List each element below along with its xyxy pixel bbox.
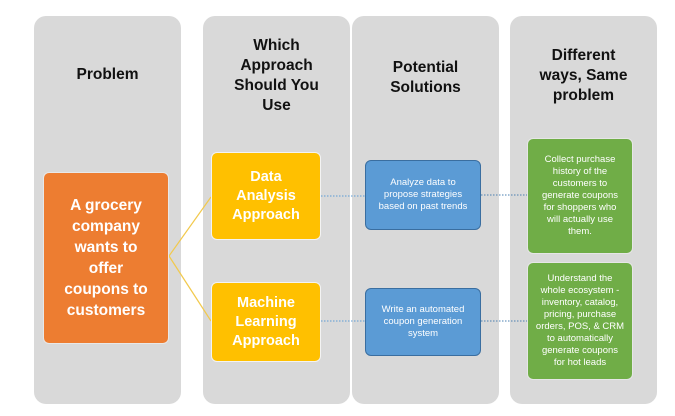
approach-box-data-analysis: Data Analysis Approach	[211, 152, 321, 240]
column-title: Problem	[76, 66, 139, 83]
column-title: Different ways, Same problem	[539, 47, 628, 104]
connector-problem-to-data	[168, 196, 212, 257]
column-title: Which Approach Should You Use	[234, 37, 319, 114]
solution-box-automated: Write an automated coupon generation sys…	[365, 288, 481, 356]
solution-box-analyze: Analyze data to propose strategies based…	[365, 160, 481, 230]
way-box-purchase-history: Collect purchase history of the customer…	[527, 138, 633, 254]
way-box-ecosystem: Understand the whole ecosystem - invento…	[527, 262, 633, 380]
problem-box: A grocery company wants to offer coupons…	[43, 172, 169, 344]
connector-problem-to-ml	[168, 255, 212, 322]
column-title: Potential Solutions	[390, 59, 461, 96]
approach-box-machine-learning: Machine Learning Approach	[211, 282, 321, 362]
